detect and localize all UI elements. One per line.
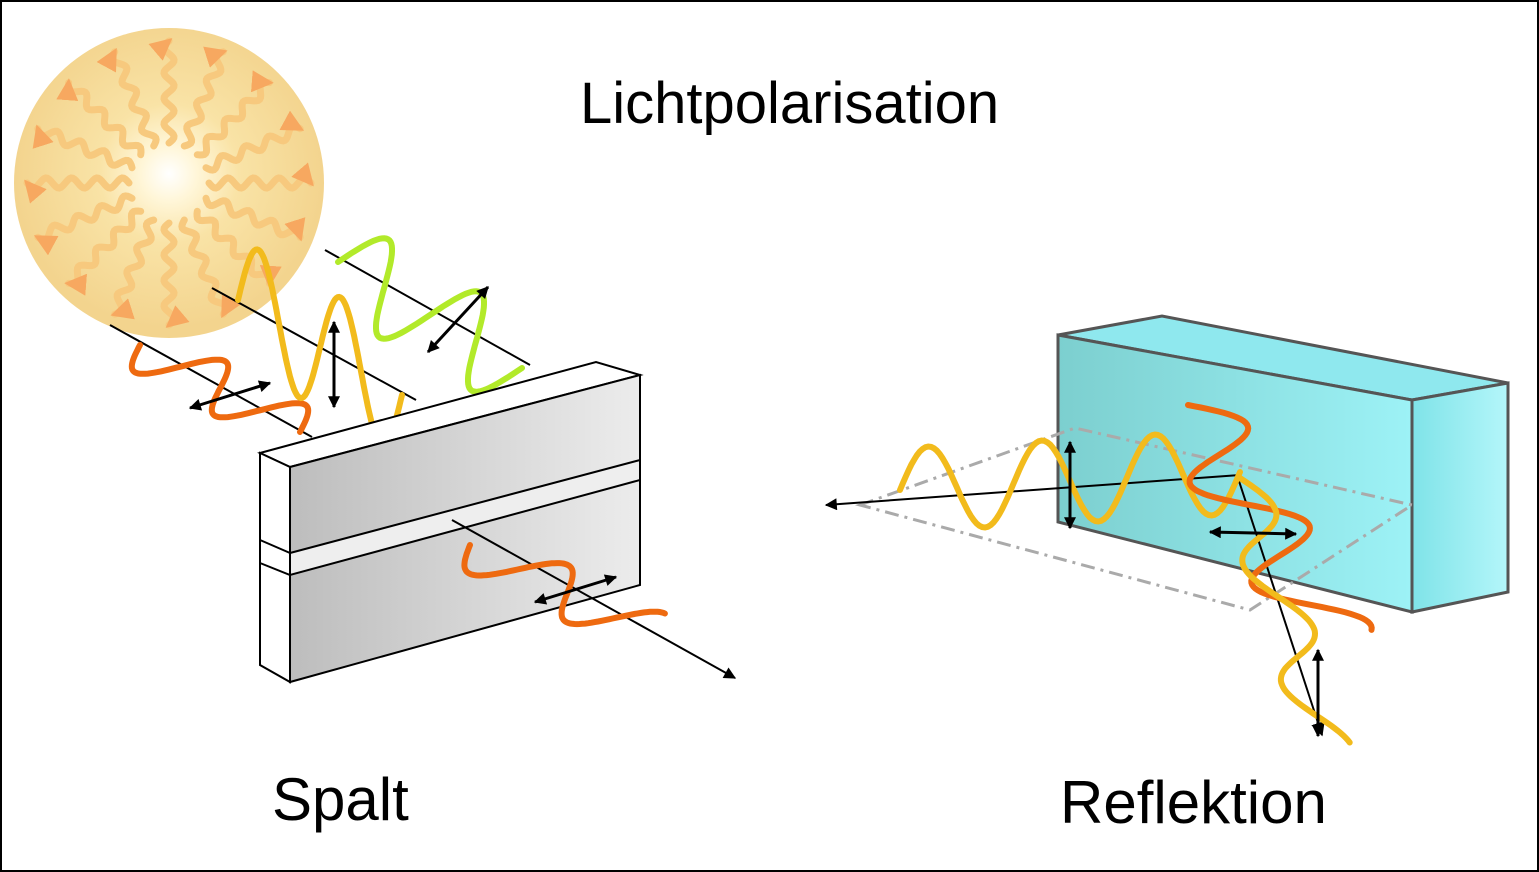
polarization-arrow-transmitted (533, 574, 618, 605)
reflected-ray (824, 474, 1241, 511)
sun-ray (148, 37, 178, 147)
wave-green-incoming (335, 235, 525, 395)
slit-setup (109, 235, 737, 684)
sun-ray (178, 216, 242, 319)
polarization-arrow-reflected-horizontal (1208, 526, 1298, 540)
ray-yellow-axis (211, 287, 417, 401)
sun-ray (180, 46, 228, 150)
sun-ray (193, 207, 282, 288)
sun-rays (23, 37, 315, 329)
light-source (14, 28, 324, 338)
sun-ray (56, 78, 145, 159)
sun-ray (23, 174, 133, 204)
plane-of-incidence (854, 426, 1416, 612)
sun-ray (193, 70, 274, 159)
slit-gap-left (259, 538, 291, 577)
sun-ray (205, 162, 315, 192)
glass-block (1056, 314, 1510, 614)
sun-ray (33, 192, 136, 256)
sun-ray (202, 110, 305, 174)
slit-label: Spalt (272, 766, 409, 833)
polarization-arrow-diagonal (426, 285, 490, 354)
incident-ray (1237, 477, 1325, 737)
reflection-setup (824, 314, 1510, 746)
reflection-label: Reflektion (1060, 769, 1327, 836)
sun-glow (14, 28, 324, 338)
sun-ray (202, 194, 306, 242)
wave-yellow-incident (1237, 475, 1353, 746)
slit-block (257, 360, 644, 684)
glass-side-face (1410, 381, 1510, 614)
transmitted-wave (451, 519, 737, 679)
sun-ray (32, 124, 136, 172)
sun-ray (160, 219, 190, 329)
sun-ray (64, 207, 145, 296)
sun-ray (110, 216, 158, 320)
diagram-title: Lichtpolarisation (580, 71, 1000, 136)
wave-orange-incoming (128, 342, 312, 435)
polarization-arrow-horizontal (188, 380, 272, 411)
sun-ray (96, 47, 160, 150)
